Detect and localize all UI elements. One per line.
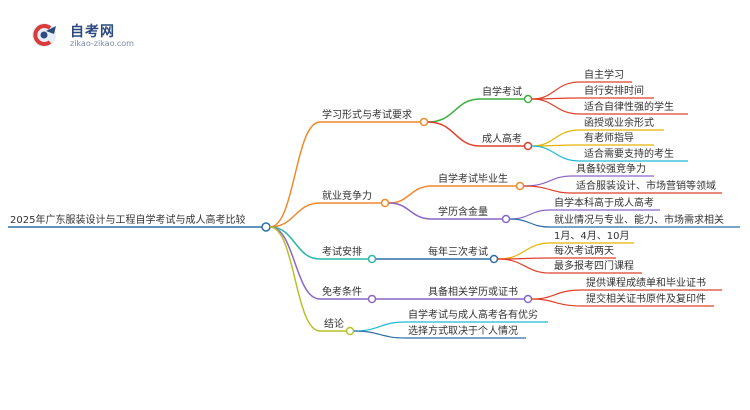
edge-employ-graduate	[388, 185, 433, 204]
leaf-label: 最多报考四门课程	[554, 259, 634, 272]
edge-study-self	[427, 98, 481, 123]
leaf: 选择方式取决于个人情况	[405, 324, 526, 339]
edge-adult-3	[531, 145, 581, 162]
branch-exemption-dot[interactable]	[367, 294, 377, 304]
node-qualification[interactable]: 具备相关学历或证书	[420, 285, 533, 304]
branch-employment-dot[interactable]	[380, 198, 390, 208]
leaf-label: 有老师指导	[584, 131, 634, 144]
branch-schedule[interactable]: 考试安排	[320, 245, 377, 264]
leaf-label: 选择方式取决于个人情况	[408, 324, 518, 337]
leaf: 自行安排时间	[580, 84, 654, 99]
leaf-label: 具备较强竞争力	[576, 162, 646, 175]
node-three-exams[interactable]: 每年三次考试	[420, 245, 499, 264]
branch-employment[interactable]: 就业竞争力	[320, 189, 390, 208]
node-self-exam-dot[interactable]	[523, 94, 533, 104]
edge-root-exempt	[269, 226, 321, 300]
edge-exempt-1	[531, 289, 583, 300]
leaf: 适合服装设计、市场营销等领域	[572, 179, 722, 194]
branch-conclusion[interactable]: 结论	[320, 317, 355, 336]
branch-exemption-label: 免考条件	[322, 285, 362, 298]
edge-concl-1	[353, 321, 406, 332]
leaf-label: 适合自律性强的学生	[584, 100, 674, 113]
root-node[interactable]: 2025年广东服装设计与工程自学考试与成人高考比较	[8, 213, 271, 232]
leaf: 函授或业余形式	[580, 116, 664, 131]
node-graduate-dot[interactable]	[515, 181, 525, 191]
edge-grad-2	[523, 185, 573, 194]
logo-mark-icon	[32, 23, 56, 47]
leaf: 每次考试两天	[550, 244, 616, 259]
branch-study-mode-dot[interactable]	[419, 117, 429, 127]
branch-conclusion-dot[interactable]	[345, 326, 355, 336]
branch-study-mode-label: 学习形式与考试要求	[322, 108, 412, 121]
leaf: 有老师指导	[580, 131, 654, 146]
leaf: 就业情况与专业、能力、市场需求相关	[550, 213, 740, 228]
node-qualification-label: 具备相关学历或证书	[428, 285, 518, 298]
edge-self-3	[531, 98, 581, 115]
edge-sched-3	[497, 258, 551, 274]
node-graduate[interactable]: 自学考试毕业生	[432, 172, 525, 191]
node-self-exam[interactable]: 自学考试	[480, 85, 533, 104]
edge-value-1	[509, 209, 551, 220]
node-degree-value[interactable]: 学历含金量	[432, 205, 511, 224]
edge-root-conclusion	[269, 226, 321, 332]
edge-root-study	[269, 121, 321, 228]
node-qualification-dot[interactable]	[523, 294, 533, 304]
leaf-label: 每次考试两天	[554, 244, 614, 257]
leaf: 1月、4月、10月	[550, 230, 634, 244]
leaf-label: 适合需要支持的考生	[584, 147, 674, 160]
leaf: 提供课程成绩单和毕业证书	[582, 276, 722, 291]
node-adult-exam[interactable]: 成人高考	[480, 132, 533, 151]
node-three-exams-dot[interactable]	[489, 254, 499, 264]
leaf: 提交相关证书原件及复印件	[582, 292, 714, 307]
node-degree-value-dot[interactable]	[501, 214, 511, 224]
edge-adult-1	[531, 129, 581, 147]
site-logo[interactable]: 自考网 zikao-zikao.com	[30, 20, 140, 50]
edge-root-schedule	[269, 226, 321, 260]
root-node-dot[interactable]	[261, 222, 271, 232]
leaf: 自主学习	[580, 68, 632, 83]
node-three-exams-label: 每年三次考试	[428, 245, 488, 258]
leaf-label: 就业情况与专业、能力、市场需求相关	[554, 213, 724, 226]
edge-study-adult	[427, 121, 481, 147]
edge-root-employ	[269, 202, 321, 228]
root-label: 2025年广东服装设计与工程自学考试与成人高考比较	[10, 213, 245, 226]
branch-conclusion-label: 结论	[324, 317, 344, 330]
branch-study-mode[interactable]: 学习形式与考试要求	[320, 108, 429, 127]
leaf-label: 适合服装设计、市场营销等领域	[576, 179, 716, 192]
leaf-label: 自学本科高于成人高考	[554, 196, 654, 209]
edge-self-1	[531, 81, 581, 100]
edge-exempt-2	[531, 298, 583, 307]
leaf: 具备较强竞争力	[572, 162, 654, 177]
leaf-label: 自主学习	[584, 68, 624, 81]
edge-value-2	[509, 218, 551, 228]
branch-schedule-label: 考试安排	[322, 245, 362, 258]
branch-employment-label: 就业竞争力	[322, 189, 372, 202]
edge-grad-1	[523, 175, 573, 187]
node-self-exam-label: 自学考试	[482, 85, 522, 98]
node-adult-exam-label: 成人高考	[482, 132, 522, 145]
branch-schedule-dot[interactable]	[367, 254, 377, 264]
node-graduate-label: 自学考试毕业生	[438, 172, 508, 185]
branch-exemption[interactable]: 免考条件	[320, 285, 377, 304]
leaf: 自学本科高于成人高考	[550, 196, 660, 211]
leaf: 最多报考四门课程	[550, 259, 642, 274]
leaf-label: 自行安排时间	[584, 84, 644, 97]
node-adult-exam-dot[interactable]	[523, 141, 533, 151]
edge-sched-1	[497, 242, 551, 260]
logo-url: zikao-zikao.com	[70, 39, 134, 48]
leaf: 适合需要支持的考生	[580, 147, 688, 162]
leaf-label: 提供课程成绩单和毕业证书	[586, 276, 706, 289]
edge-concl-2	[353, 330, 406, 339]
leaf-label: 提交相关证书原件及复印件	[586, 292, 706, 305]
leaf-label: 1月、4月、10月	[554, 230, 629, 242]
leaf-label: 自学考试与成人高考各有优劣	[408, 308, 538, 321]
leaf: 自学考试与成人高考各有优劣	[405, 308, 548, 323]
node-degree-value-label: 学历含金量	[438, 205, 488, 218]
logo-title: 自考网	[70, 24, 115, 40]
leaf: 适合自律性强的学生	[580, 100, 688, 115]
leaf-label: 函授或业余形式	[584, 116, 654, 129]
edge-employ-value	[388, 202, 433, 220]
